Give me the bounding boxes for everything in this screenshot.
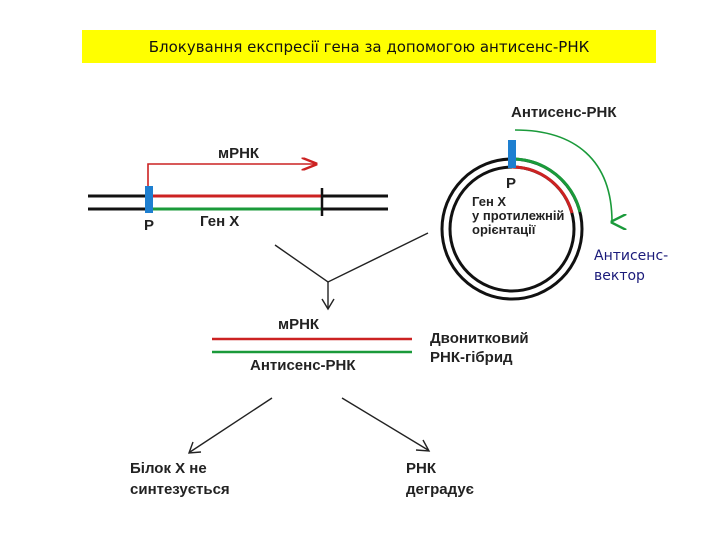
- outcome-right-line-2: деградує: [406, 481, 474, 498]
- outcomes: Білок Х не синтезується РНК деградує: [130, 460, 474, 498]
- promoter-box: [145, 186, 153, 213]
- diagram-title: Блокування експресії гена за допомогою а…: [82, 30, 656, 63]
- plasmid-promoter-label: P: [506, 175, 516, 192]
- outcome-left-line-2: синтезується: [130, 481, 230, 498]
- mrna-arrow: [147, 164, 316, 186]
- merge-arrow: [274, 232, 429, 311]
- plasmid-gene-line-3: орієнтації: [472, 222, 536, 237]
- antisense-label: Антисенс-РНК: [511, 104, 617, 121]
- vector-label-line-2: вектор: [594, 268, 645, 284]
- antisense-arrow: [514, 129, 612, 222]
- outcome-left-line-1: Білок Х не: [130, 460, 207, 477]
- vector-label: Антисенс- вектор: [594, 246, 668, 286]
- plasmid-sense-arc: [511, 165, 574, 214]
- plasmid-gene-line-2: у протилежній: [472, 208, 564, 223]
- mrna-label: мРНК: [218, 145, 260, 162]
- outcome-arrows: [187, 397, 431, 454]
- gene-label: Ген X: [200, 213, 239, 230]
- plasmid-panel: Антисенс-РНК P Ген X у протилежній орієн…: [440, 104, 617, 301]
- hybrid-panel: мРНК Антисенс-РНК Двонитковий РНК-гібрид: [212, 316, 529, 374]
- hybrid-label-line-1: Двонитковий: [430, 330, 529, 347]
- hybrid-antisense-label: Антисенс-РНК: [250, 357, 356, 374]
- plasmid-gene-line-1: Ген X: [472, 194, 506, 209]
- hybrid-label-line-2: РНК-гібрид: [430, 349, 513, 366]
- plasmid-antisense-arc: [511, 157, 582, 213]
- gene-panel: мРНК P Ген X: [88, 145, 388, 234]
- outcome-right-line-1: РНК: [406, 460, 437, 477]
- promoter-label: P: [144, 217, 154, 234]
- vector-label-line-1: Антисенс-: [594, 248, 669, 264]
- plasmid-promoter-box: [508, 140, 516, 168]
- hybrid-mrna-label: мРНК: [278, 316, 320, 333]
